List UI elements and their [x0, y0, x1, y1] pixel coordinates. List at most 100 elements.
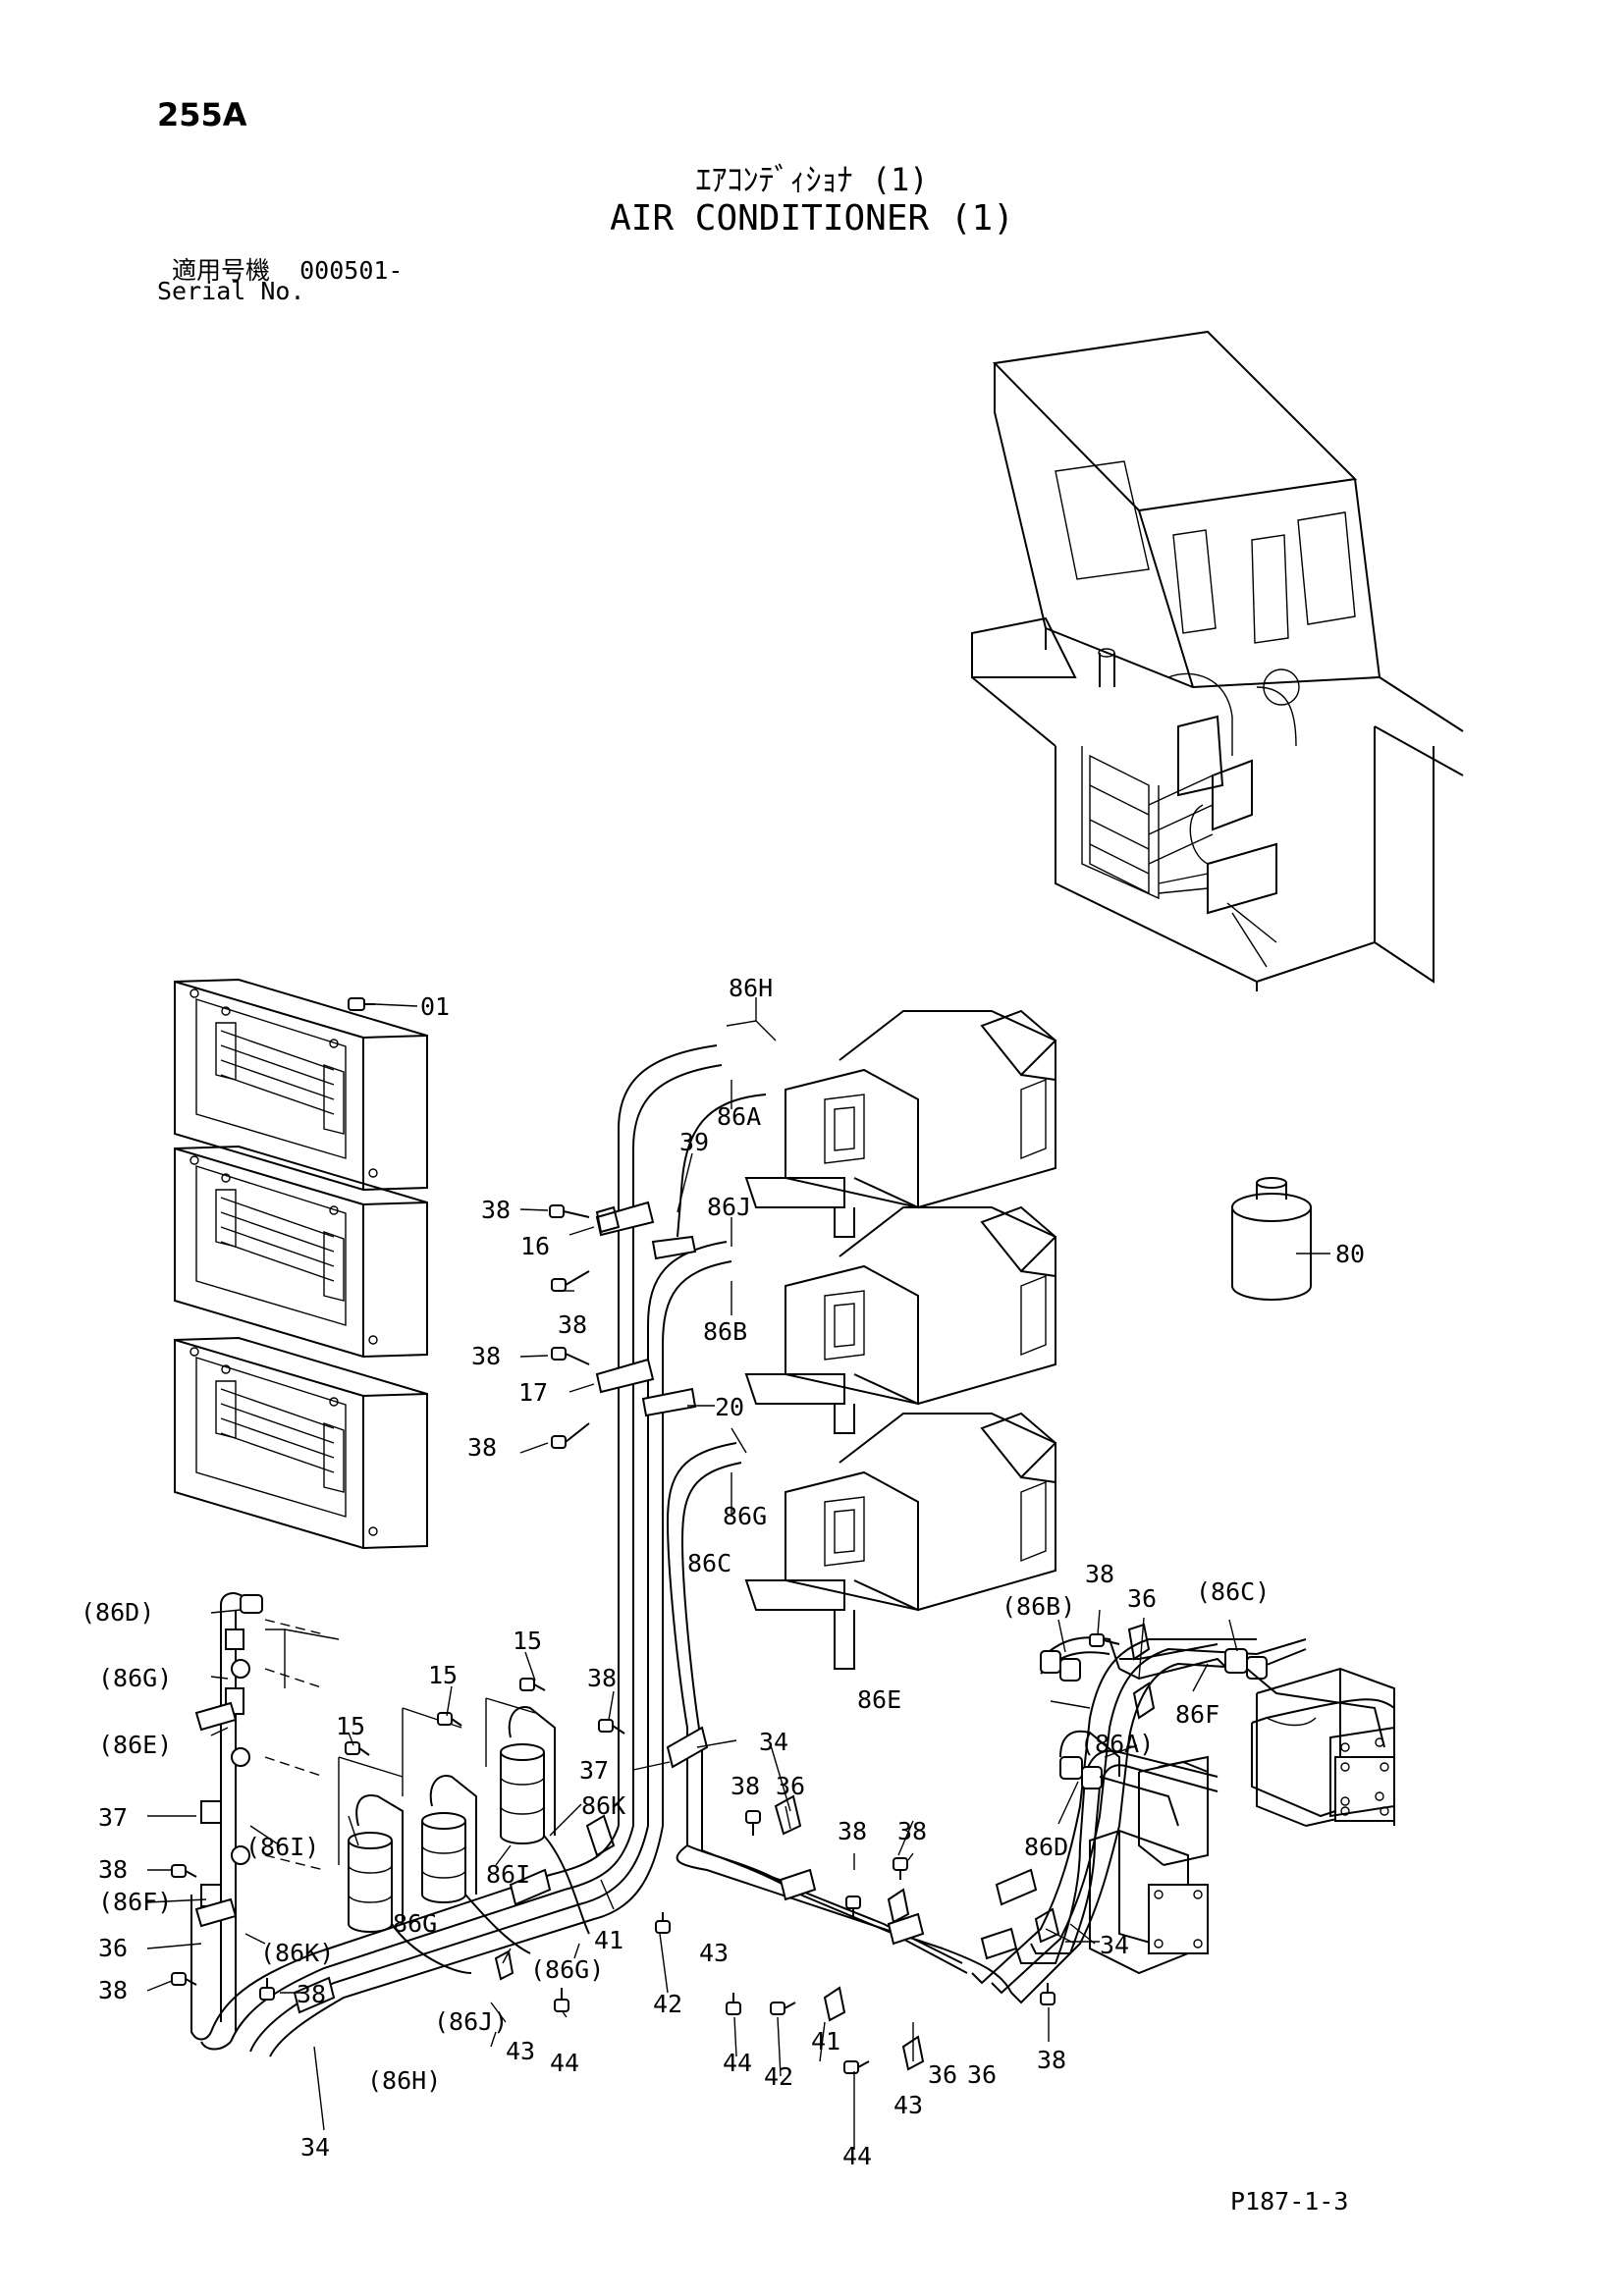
- ac-unit-2: [744, 1205, 1057, 1434]
- ac-unit-3: [744, 1412, 1057, 1670]
- callout-86K: 86K: [581, 1791, 625, 1820]
- duct-unit-bottom: [1089, 1829, 1209, 1975]
- callout-86H-paren: (86H): [367, 2066, 441, 2095]
- callout-38-l: 38: [1037, 2046, 1066, 2074]
- callout-15-a: 15: [336, 1712, 365, 1740]
- duct-units-right: [1089, 1667, 1395, 1975]
- callout-34-a: 34: [759, 1728, 788, 1756]
- callout-86K-paren: (86K): [260, 1939, 334, 1967]
- callout-42-b: 42: [764, 2062, 793, 2091]
- filter-panel-3: [174, 1336, 428, 1550]
- drier-cylinders: [338, 1697, 590, 1974]
- serial-label-japanese: 適用号機 000501-: [172, 251, 403, 287]
- callout-38-f: 38: [98, 1976, 128, 2004]
- duct-unit-far-right: [1251, 1698, 1395, 1818]
- title-english: AIR CONDITIONER (1): [610, 198, 1014, 239]
- cylinder-right: [500, 1706, 556, 1844]
- ac-unit-1: [744, 1009, 1057, 1238]
- air-conditioner-units: [744, 1009, 1057, 1670]
- callout-86F: 86F: [1175, 1700, 1219, 1729]
- callout-42-a: 42: [653, 1990, 682, 2018]
- callout-38-i: 38: [731, 1772, 760, 1800]
- duct-unit-upper: [1256, 1667, 1395, 1827]
- callout-41-a: 41: [594, 1926, 623, 1954]
- hoses-right: [1040, 1623, 1385, 1827]
- callout-37-b: 37: [579, 1756, 609, 1785]
- callout-86B: 86B: [703, 1317, 747, 1346]
- callout-36-b: 36: [776, 1772, 805, 1800]
- callout-86C: 86C: [687, 1549, 731, 1577]
- callout-01: 01: [420, 992, 450, 1021]
- cylinder-middle: [421, 1775, 477, 1903]
- filter-panels: [174, 978, 428, 1550]
- serial-label-jp: 適用号機: [172, 256, 271, 285]
- callout-38-k: 38: [897, 1817, 927, 1845]
- callout-86J-paren: (86J): [434, 2007, 508, 2036]
- callout-34-b: 34: [300, 2133, 330, 2162]
- callout-15-c: 15: [513, 1627, 542, 1655]
- callout-36-e: 36: [1127, 1584, 1157, 1613]
- callout-86I-paren: (86I): [245, 1833, 319, 1861]
- callout-36-d: 36: [967, 2060, 997, 2089]
- callout-86A: 86A: [717, 1102, 761, 1131]
- duct-unit-mid: [1138, 1755, 1209, 1866]
- callout-44-c: 44: [842, 2142, 872, 2170]
- machine-cab-overview: [971, 330, 1464, 991]
- callout-36-c: 36: [928, 2060, 957, 2089]
- callout-86J: 86J: [707, 1193, 751, 1221]
- page-number: 255A: [157, 96, 247, 133]
- callout-44-a: 44: [550, 2049, 579, 2077]
- callout-38-d: 38: [467, 1433, 497, 1462]
- clamps: [194, 1201, 1038, 2014]
- callout-38-e: 38: [98, 1855, 128, 1884]
- callout-43-b: 43: [699, 1939, 729, 1967]
- bolts: [171, 997, 1120, 2074]
- callout-86G-paren: (86G): [98, 1664, 172, 1692]
- callout-86G-b: 86G: [393, 1909, 437, 1938]
- callout-20: 20: [715, 1393, 744, 1421]
- serial-number-value: 000501-: [299, 256, 404, 285]
- filter-panel-2: [174, 1145, 428, 1359]
- callout-37-a: 37: [98, 1803, 128, 1832]
- callout-43-a: 43: [506, 2037, 535, 2065]
- serial-label-english: Serial No.: [157, 277, 305, 305]
- callout-41-b: 41: [811, 2027, 840, 2056]
- hose-bundle-left-vertical: [220, 1592, 251, 2032]
- callout-86G: 86G: [723, 1502, 767, 1530]
- leader-lines: [146, 997, 1330, 2150]
- callout-39: 39: [679, 1128, 709, 1156]
- callout-86D: 86D: [1024, 1833, 1068, 1861]
- callout-34-c: 34: [1100, 1931, 1129, 1959]
- callout-80: 80: [1335, 1240, 1365, 1268]
- callout-86C-paren: (86C): [1196, 1577, 1270, 1606]
- callout-38-g: 38: [297, 1980, 326, 2008]
- callout-15-b: 15: [428, 1661, 458, 1689]
- callout-43-c: 43: [893, 2091, 923, 2119]
- callout-36-a: 36: [98, 1934, 128, 1962]
- cylinder-left: [348, 1794, 404, 1933]
- callout-16: 16: [520, 1232, 550, 1260]
- callout-38-j: 38: [838, 1817, 867, 1845]
- footer-code: P187-1-3: [1230, 2187, 1349, 2216]
- callout-86G-paren-b: (86G): [530, 1955, 604, 1984]
- callout-86D-paren: (86D): [81, 1598, 154, 1627]
- callout-38-m: 38: [1085, 1560, 1114, 1588]
- callout-86H: 86H: [729, 974, 773, 1002]
- callout-38-c: 38: [471, 1342, 501, 1370]
- callout-86B-paren: (86B): [1001, 1592, 1075, 1621]
- callout-38-b: 38: [558, 1310, 587, 1339]
- callout-38-h: 38: [587, 1664, 617, 1692]
- callout-86E-paren: (86E): [98, 1731, 172, 1759]
- callout-86E: 86E: [857, 1685, 901, 1714]
- callout-38-a: 38: [481, 1196, 511, 1224]
- title-japanese: ｴｱｺﾝﾃﾞｨｼｮﾅ (1): [695, 161, 929, 198]
- hose-bundle-vertical: [618, 1044, 767, 1826]
- callout-labels: 01 80 86H 86A 39 86J 86B 20 86G 86C 38 1…: [81, 974, 1365, 2170]
- callout-17: 17: [518, 1378, 548, 1407]
- callout-86A-paren: (86A): [1080, 1730, 1154, 1758]
- filter-panel-1: [174, 978, 428, 1192]
- callout-86F-paren: (86F): [98, 1888, 172, 1916]
- hose-fittings-left: [200, 1594, 340, 1907]
- callout-86I: 86I: [486, 1860, 530, 1889]
